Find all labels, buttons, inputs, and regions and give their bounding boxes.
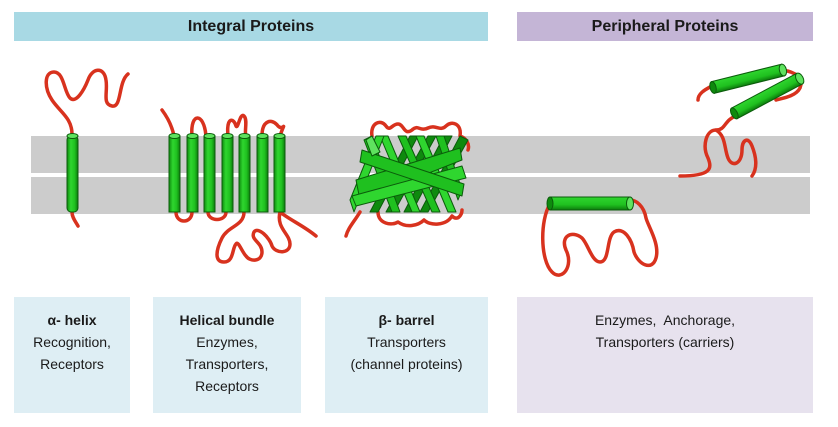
alpha-helix-cytoplasmic-tail bbox=[70, 210, 80, 228]
helical-bundle-line-1: Enzymes, bbox=[196, 334, 258, 350]
beta-barrel-title: β- barrel bbox=[378, 312, 435, 328]
beta-barrel-line-1: Transporters bbox=[367, 334, 446, 350]
bundle-n-terminal-loop bbox=[160, 108, 176, 138]
peripheral-upper-loop bbox=[678, 114, 758, 178]
integral-proteins-header: Integral Proteins bbox=[14, 12, 488, 41]
alpha-helix-line-2: Receptors bbox=[40, 356, 104, 372]
beta-barrel-protein bbox=[349, 135, 469, 213]
bundle-extracellular-loops bbox=[190, 113, 286, 138]
beta-barrel-box: β- barrel Transporters (channel proteins… bbox=[325, 297, 488, 413]
peripheral-upper-helices bbox=[709, 63, 805, 120]
alpha-helix-box: α- helix Recognition, Receptors bbox=[14, 297, 130, 413]
peripheral-box: Enzymes, Anchorage, Transporters (carrie… bbox=[517, 297, 813, 413]
barrel-extracellular-loops bbox=[370, 120, 471, 152]
helical-bundle-box: Helical bundle Enzymes, Transporters, Re… bbox=[153, 297, 301, 413]
peripheral-lower-loop bbox=[541, 198, 659, 277]
beta-barrel-line-2: (channel proteins) bbox=[350, 356, 463, 372]
helical-bundle-protein bbox=[168, 133, 286, 213]
alpha-helix-title: α- helix bbox=[47, 312, 97, 328]
helical-bundle-title: Helical bundle bbox=[179, 312, 275, 328]
alpha-helix-extracellular-loop bbox=[44, 68, 130, 136]
bundle-cytoplasmic-loops bbox=[174, 210, 318, 264]
helical-bundle-line-2: Transporters, bbox=[185, 356, 269, 372]
peripheral-line-2: Transporters (carriers) bbox=[595, 334, 735, 350]
peripheral-lower-helix bbox=[546, 196, 634, 211]
peripheral-line-1: Enzymes, Anchorage, bbox=[594, 312, 736, 328]
barrel-cytoplasmic-loops bbox=[344, 208, 464, 238]
alpha-helix-protein bbox=[66, 133, 79, 213]
helical-bundle-line-3: Receptors bbox=[195, 378, 259, 394]
peripheral-proteins-header: Peripheral Proteins bbox=[517, 12, 813, 41]
alpha-helix-line-1: Recognition, bbox=[33, 334, 111, 350]
